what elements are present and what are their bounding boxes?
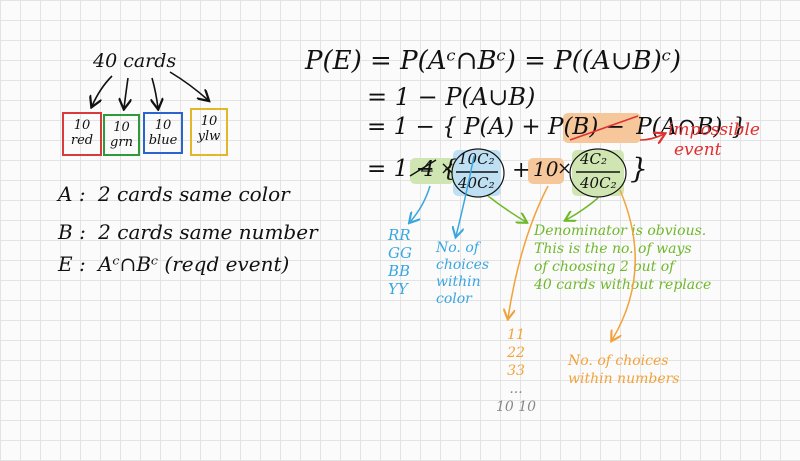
cancel-stroke [569, 115, 639, 141]
plus-sign: + [512, 158, 531, 183]
choices-within-color-note: No. of choices within color [436, 240, 489, 308]
color-pairs-list: RR GG BB YY [388, 226, 412, 298]
definition-colon: : [78, 252, 86, 276]
note-line: Denominator is obvious. [534, 223, 707, 239]
note-line: of choosing 2 out of [534, 259, 675, 275]
definition-a: A : 2 cards same color [58, 182, 290, 206]
list-item: 22 [507, 345, 525, 361]
cancelled-term: P(A∩B) [636, 114, 723, 140]
closing-brace: } [630, 152, 648, 185]
card-box-yellow: 10 ylw [190, 108, 228, 156]
fraction-2-denominator: 40C₂ [580, 174, 617, 192]
choices-within-numbers-note: No. of choices within numbers [568, 352, 679, 388]
definition-e: E : Aᶜ∩Bᶜ (reqd event) [58, 252, 289, 276]
number-pairs-list: 11 22 33 ... 10 10 [496, 326, 536, 416]
definition-letter: E [58, 252, 73, 276]
ellipse-fraction-2 [569, 148, 627, 198]
ellipse-fraction-1 [451, 148, 505, 198]
highlight-frac2 [572, 150, 624, 196]
card-count: 10 [113, 120, 130, 135]
times-sign: × [440, 158, 456, 179]
definition-text: 2 cards same number [98, 220, 318, 244]
math-line-4-start: = 1 − { [367, 156, 457, 182]
card-color-name: red [70, 133, 94, 148]
definition-text: Aᶜ∩Bᶜ (reqd event) [98, 252, 290, 276]
arrow-impossible [639, 134, 664, 140]
card-count: 10 [73, 118, 91, 133]
note-line: within [436, 274, 481, 290]
note-line: impossible [668, 120, 760, 140]
arrow-to-blue [152, 77, 158, 108]
list-item: 33 [507, 363, 525, 379]
card-color-name: ylw [197, 129, 221, 144]
closing-brace: } [731, 114, 747, 140]
list-item: YY [388, 280, 408, 298]
note-line: This is the no. of ways [534, 241, 692, 257]
card-color-name: blue [148, 133, 178, 148]
arrow-to-yellow [169, 71, 208, 100]
card-box-green: 10 grn [103, 114, 140, 156]
definition-letter: A [58, 182, 73, 206]
fraction-2-numerator: 4C₂ [580, 150, 608, 168]
note-line: No. of choices [568, 353, 669, 369]
definition-letter: B [58, 220, 73, 244]
definition-colon: : [79, 220, 86, 244]
definition-text: 2 cards same color [97, 182, 290, 206]
definition-b: B : 2 cards same number [58, 220, 318, 244]
arrow-green-denom1 [487, 195, 526, 222]
arrow-blue-rr [410, 185, 431, 222]
card-box-red: 10 red [62, 112, 102, 156]
list-item: 10 10 [496, 399, 537, 415]
note-line: choices [436, 257, 490, 273]
card-count: 10 [154, 118, 172, 133]
note-line: 40 cards without replace [534, 277, 712, 293]
list-item: BB [388, 262, 411, 280]
coefficient-10: 10 [533, 157, 559, 181]
math-line-1: P(E) = P(Aᶜ∩Bᶜ) = P((A∪B)ᶜ) [305, 46, 682, 76]
arrow-orange-pairs [508, 185, 549, 318]
arrow-green-denom2 [566, 197, 599, 220]
arrow-orange-numbers [612, 189, 636, 340]
note-line: event [674, 140, 722, 160]
math-line-2: = 1 − P(A∪B) [367, 83, 536, 111]
card-box-blue: 10 blue [143, 112, 183, 154]
note-line: within numbers [568, 371, 680, 387]
card-count: 10 [200, 114, 218, 129]
times-sign: × [557, 158, 573, 179]
card-color-name: grn [110, 135, 133, 150]
list-item: GG [388, 244, 412, 262]
cancel-stroke [409, 159, 437, 177]
list-item: ... [509, 381, 523, 397]
impossible-event-note: impossible event [668, 120, 760, 160]
highlight-frac1 [453, 150, 501, 196]
note-line: color [436, 291, 472, 307]
cards-label: 40 cards [93, 50, 177, 72]
note-line: No. of [436, 240, 479, 256]
highlight-coef2 [528, 158, 564, 184]
list-item: RR [388, 226, 411, 244]
fraction-1-numerator: 10C₂ [458, 150, 495, 168]
arrow-to-red [92, 75, 113, 106]
list-item: 11 [507, 327, 525, 343]
definition-colon: : [78, 182, 86, 206]
denominator-note: Denominator is obvious. This is the no. … [534, 222, 711, 294]
arrow-blue-choices [456, 155, 475, 236]
arrow-to-green [124, 77, 128, 108]
